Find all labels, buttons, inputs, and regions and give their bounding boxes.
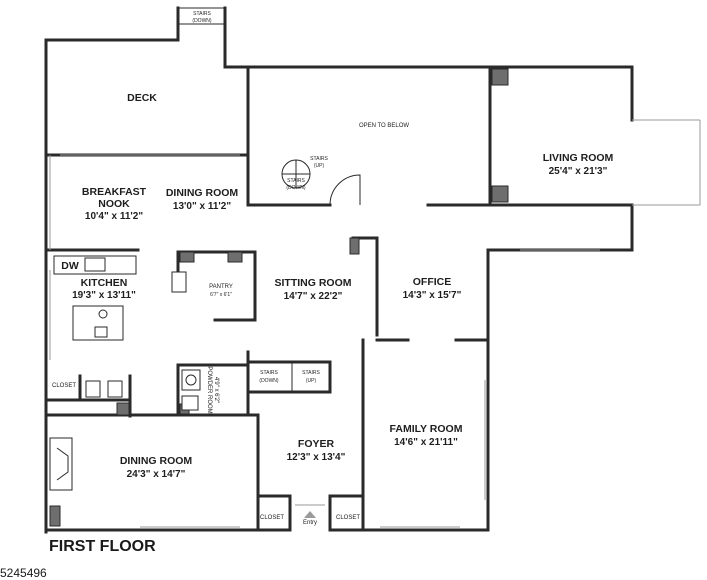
label-foyer-dims: 12'3" x 13'4" [287, 452, 346, 463]
label-breakfast-nook-1: BREAKFAST [82, 186, 147, 198]
label-office: OFFICE [413, 276, 452, 288]
label-closet-left: CLOSET [260, 515, 284, 521]
label-sitting-room: SITTING ROOM [275, 277, 352, 289]
label-family-room-dims: 14'6" x 21'11" [394, 437, 458, 448]
door-swing [329, 174, 361, 206]
entry-arrow-icon [304, 511, 316, 518]
toilet-icon [181, 395, 199, 411]
listing-id: 5245496 [0, 566, 47, 580]
walls [44, 6, 634, 534]
vanity-icon [181, 369, 201, 391]
label-pantry-dims: 6'7" x 6'1" [210, 292, 232, 298]
label-entry: Entry [303, 520, 317, 526]
label-dining-room-lower: DINING ROOM [120, 455, 193, 467]
label-dining-room-lower-dims: 24'3" x 14'7" [127, 469, 186, 480]
label-foyer: FOYER [298, 438, 335, 450]
label-closet-right: CLOSET [336, 515, 360, 521]
stairs-top [178, 7, 225, 25]
spiral-stair-icon [281, 159, 311, 189]
windows [49, 119, 701, 528]
label-stairs-up-loft-2: (UP) [314, 163, 325, 169]
label-family-room: FAMILY ROOM [390, 423, 463, 435]
label-pantry: PANTRY [209, 284, 233, 290]
label-office-dims: 14'3" x 15'7" [403, 290, 462, 301]
label-living-room: LIVING ROOM [543, 152, 614, 164]
label-dw: DW [61, 260, 79, 272]
label-stairs-up-hall-2: (UP) [306, 378, 317, 384]
label-breakfast-nook-2: NOOK [98, 198, 130, 210]
label-stairs-down-hall-2: (DOWN) [259, 378, 278, 384]
label-stairs-up-hall-1: STAIRS [302, 370, 320, 376]
label-closet-kitchen: CLOSET [52, 383, 76, 389]
label-dining-room-upper-dims: 13'0" x 11'2" [173, 201, 231, 212]
label-breakfast-nook-dims: 10'4" x 11'2" [85, 211, 143, 222]
label-living-room-dims: 25'4" x 21'3" [549, 166, 608, 177]
cooktop-icon [98, 309, 108, 319]
sink-icon [84, 257, 106, 272]
floor-title: FIRST FLOOR [49, 538, 156, 555]
label-stairs-down-hall-1: STAIRS [260, 370, 278, 376]
appliance-icon [94, 326, 108, 338]
label-stairs-down-top-1: STAIRS [193, 11, 211, 17]
kitchen-fixtures [53, 255, 187, 398]
label-kitchen-dims: 19'3" x 13'11" [72, 290, 136, 301]
columns [49, 68, 509, 527]
label-sitting-room-dims: 14'7" x 22'2" [284, 291, 343, 302]
powder-room-fixtures [181, 369, 201, 411]
fireplace-icon [49, 437, 73, 491]
label-stairs-down-loft-2: (DOWN) [286, 185, 305, 191]
range-icon [171, 271, 187, 293]
label-powder-room: POWDER ROOM [206, 366, 212, 413]
label-powder-room-dims: 4'9" x 6'2" [213, 377, 219, 403]
label-open-to-below: OPEN TO BELOW [359, 123, 409, 129]
label-stairs-up-loft-1: STAIRS [310, 156, 328, 162]
label-dining-room-upper: DINING ROOM [166, 187, 239, 199]
label-deck: DECK [127, 92, 157, 104]
label-kitchen: KITCHEN [81, 277, 128, 289]
labels: STAIRS (DOWN) DECK OPEN TO BELOW STAIRS … [52, 11, 614, 526]
label-stairs-down-top-2: (DOWN) [192, 18, 211, 24]
label-stairs-down-loft-1: STAIRS [287, 178, 305, 184]
